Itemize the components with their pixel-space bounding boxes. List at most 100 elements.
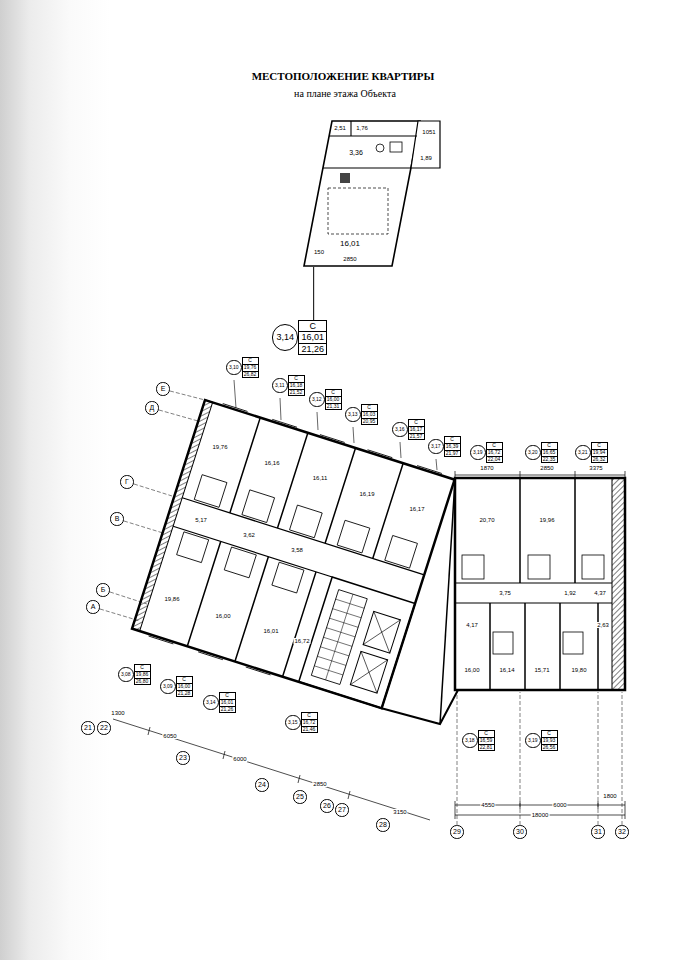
apartment-tag: 3,08С19,8626,80	[118, 664, 151, 685]
apartment-number-circle: 3,16	[392, 422, 408, 438]
axis-bubble: 30	[513, 825, 526, 838]
plan-line	[280, 398, 281, 420]
plan-rect	[582, 555, 604, 579]
apartment-tag: 3,16С16,1721,57	[392, 419, 425, 440]
plan-path	[323, 121, 417, 168]
dimension-lines	[113, 471, 625, 820]
plan-rect	[612, 478, 625, 690]
apartment-area: 16,18	[289, 382, 304, 389]
plan-path	[311, 590, 367, 685]
dimension-label: 3,62	[242, 532, 256, 538]
apartment-area: 16,59	[479, 737, 494, 744]
apartment-area: 16,03	[362, 411, 377, 418]
area-value: 16,01	[340, 240, 360, 248]
apartment-area-grid: С19,7626,82	[242, 357, 259, 378]
apartment-number: 3,13	[348, 412, 358, 417]
apartment-tag: 3,10С19,7626,82	[226, 357, 259, 378]
plan-rect	[528, 555, 550, 579]
plan-rect	[242, 490, 275, 523]
dimension-label: 19,76	[211, 444, 228, 450]
dimension-label: 3,58	[290, 547, 304, 553]
apartment-number: 3,15	[288, 720, 298, 725]
dimension-label: 3375	[588, 465, 603, 471]
axis-label: В	[115, 515, 120, 522]
dimension-label: 5,17	[194, 517, 208, 523]
apartment-area-grid: С16,0121,26	[298, 320, 327, 355]
axis-lines	[100, 391, 622, 825]
apartment-tag: 3,21С19,9426,32	[575, 442, 608, 463]
plan-line	[436, 459, 437, 470]
apartment-area: 21,52	[289, 389, 304, 396]
axis-label: 24	[258, 781, 266, 788]
plan-line	[234, 380, 236, 408]
plan-path	[100, 391, 205, 621]
axis-bubble: 31	[591, 825, 604, 838]
apartment-area: 16,00	[177, 683, 192, 690]
apartment-area: 21,26	[299, 343, 326, 354]
dimension-label: 2850	[312, 781, 327, 787]
plan-circle	[376, 144, 384, 152]
apartment-number: 3,14	[206, 700, 216, 705]
right-wing	[382, 478, 625, 724]
dimension-label: 19,96	[538, 517, 555, 523]
plan-rect	[194, 475, 227, 508]
axis-label: 31	[594, 828, 602, 835]
axis-bubble: 21	[81, 721, 94, 734]
plan-path	[148, 727, 350, 799]
apartment-number-circle: 3,09	[160, 679, 176, 695]
dimension-label: 16,00	[463, 667, 480, 673]
apartment-number: 3,19	[528, 738, 538, 743]
area-value: 150	[314, 249, 324, 255]
plan-rect	[328, 188, 388, 234]
plan-path	[173, 498, 424, 604]
plan-rect	[390, 142, 402, 152]
dimension-label: 16,19	[358, 491, 375, 497]
apartment-number-circle: 3,11	[272, 378, 288, 394]
dimension-label: 18000	[531, 812, 550, 818]
plan-line	[400, 442, 401, 458]
plan-polygon	[411, 121, 440, 168]
axis-label: А	[91, 603, 96, 610]
axis-label: 26	[323, 802, 331, 809]
apartment-area: 26,80	[135, 678, 150, 685]
dimension-label: 16,00	[214, 613, 231, 619]
dimension-label: 3150	[392, 809, 407, 815]
dimension-label: 19,80	[570, 667, 587, 673]
apartment-tag: 3,19С16,7222,04	[470, 442, 503, 463]
apartment-area: 20,95	[362, 418, 377, 425]
dimension-label: 19,86	[163, 596, 180, 602]
apartment-number-circle: 3,12	[309, 392, 325, 408]
apartment-number-circle: 3,19	[470, 445, 486, 461]
apartment-area: 21,97	[445, 450, 460, 457]
apartment-area-grid: С16,7221,46	[301, 712, 318, 733]
axis-label: 22	[100, 724, 108, 731]
dimension-label: 20,70	[478, 517, 495, 523]
plan-path	[455, 801, 625, 819]
plan-line	[317, 412, 318, 430]
plan-polygon	[304, 121, 420, 266]
axis-label: Е	[161, 385, 166, 392]
axis-bubble: 32	[615, 825, 628, 838]
dimension-label: 6050	[162, 733, 177, 739]
plan-rect	[337, 520, 370, 553]
apartment-area: С	[299, 321, 326, 331]
dimension-label: 1300	[110, 710, 125, 716]
apartment-number-circle: 3,21	[575, 445, 591, 461]
plan-path	[149, 404, 442, 706]
axis-bubble: В	[110, 512, 123, 525]
plan-rect	[455, 478, 625, 690]
dimension-label: 1870	[479, 465, 494, 471]
dimension-label: 16,72	[293, 638, 310, 644]
apartment-number-circle: 3,10	[226, 360, 242, 376]
apartment-number: 3,08	[121, 672, 131, 677]
plan-path	[187, 541, 316, 676]
dimension-label: 1800	[602, 793, 617, 799]
plan-path	[455, 583, 612, 603]
dimension-label: 3,75	[498, 590, 512, 596]
apartment-area-grid: С16,0021,31	[325, 389, 342, 410]
apartment-number: 3,09	[163, 684, 173, 689]
apartment-area-grid: С16,1721,57	[408, 419, 425, 440]
dimension-label: 4,17	[465, 622, 479, 628]
apartment-area: 22,04	[487, 456, 502, 463]
apartment-area-grid: С16,7222,04	[486, 442, 503, 463]
